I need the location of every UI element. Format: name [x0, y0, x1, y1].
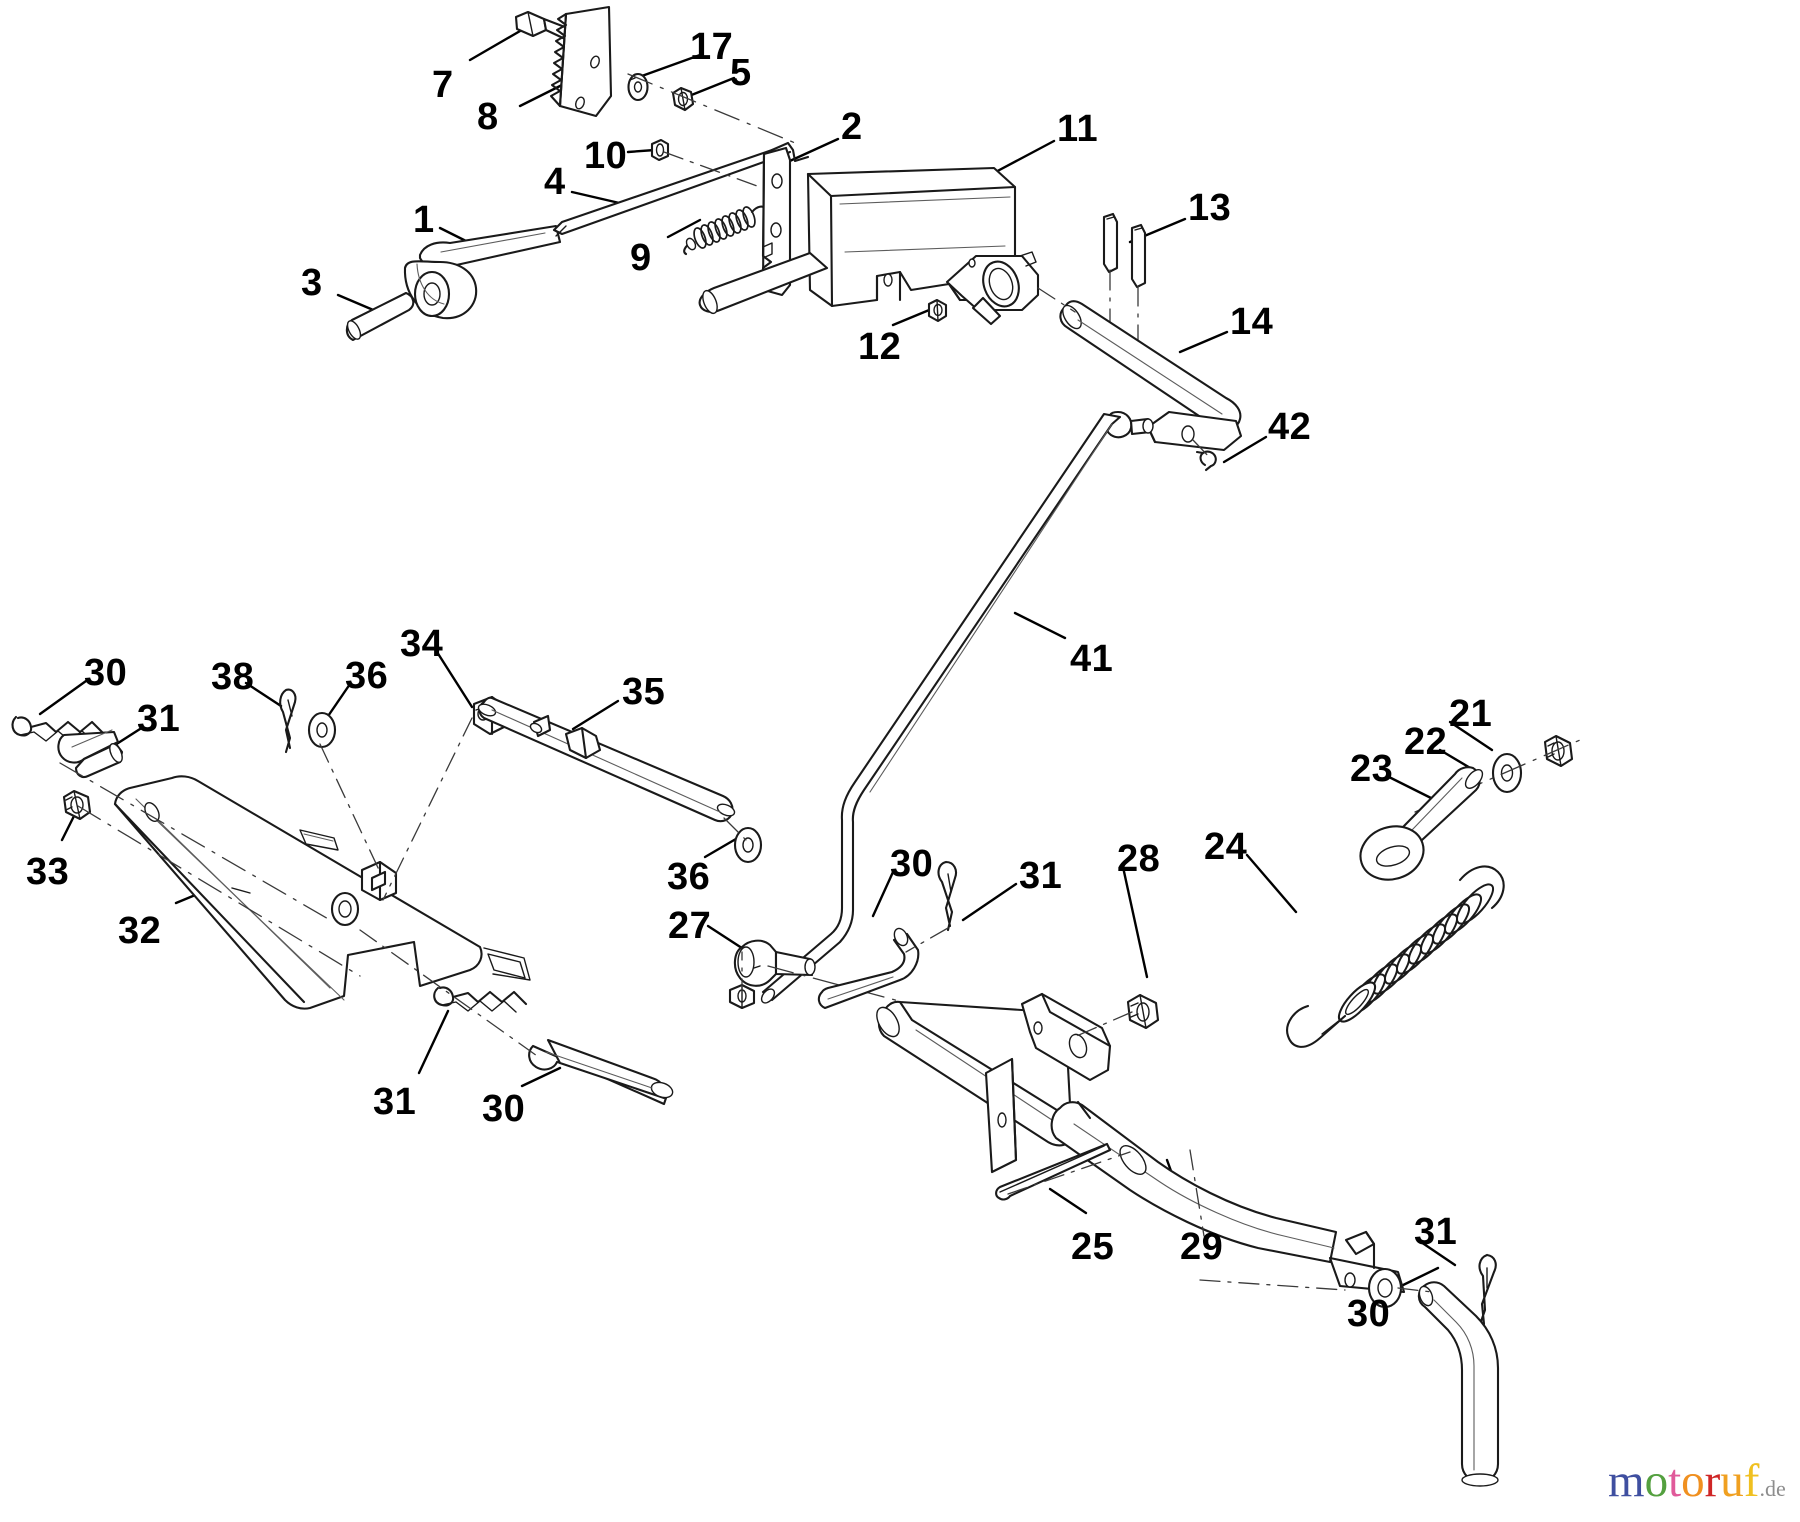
callout-31-d: 31	[1414, 1211, 1458, 1253]
callout-8: 8	[477, 96, 499, 138]
part-38-hairpin-cotter	[279, 688, 297, 754]
callout-30-d: 30	[1347, 1293, 1391, 1335]
callout-7: 7	[432, 64, 454, 106]
callout-29: 29	[1180, 1226, 1224, 1268]
part-21-hex-nut	[1543, 734, 1574, 768]
callout-2: 2	[841, 106, 863, 148]
callout-24: 24	[1204, 826, 1248, 868]
callout-30-c: 30	[482, 1088, 526, 1130]
watermark-letter: f	[1743, 1455, 1760, 1507]
watermark-letter: m	[1608, 1455, 1645, 1507]
callout-28: 28	[1117, 838, 1161, 880]
callout-23: 23	[1350, 748, 1394, 790]
part-25-cotter-pin	[995, 1142, 1112, 1201]
part-3-knob-end	[345, 291, 415, 342]
part-28-hex-nut	[1126, 993, 1160, 1030]
callout-31-c: 31	[373, 1081, 417, 1123]
part-12-lock-nut	[927, 298, 948, 323]
callout-36-a: 36	[345, 655, 389, 697]
part-31a-clevis-pin	[57, 729, 124, 779]
watermark-letter: o	[1681, 1455, 1705, 1507]
callout-17: 17	[690, 26, 734, 68]
callout-34: 34	[400, 623, 444, 665]
callout-33: 33	[26, 851, 70, 893]
callout-38: 38	[211, 656, 255, 698]
callout-42: 42	[1268, 406, 1312, 448]
part-10-spacer-bushing	[650, 138, 670, 162]
callout-25: 25	[1071, 1226, 1115, 1268]
callout-31-a: 31	[137, 698, 181, 740]
callout-10: 10	[584, 135, 628, 177]
part-41-lift-link-rod	[760, 412, 1122, 1004]
leader-lines	[38, 25, 1494, 1290]
part-2-lever-bracket	[761, 146, 792, 297]
callout-32: 32	[118, 910, 162, 952]
part-32-left-lift-bracket	[113, 775, 531, 1010]
callout-30-a: 30	[84, 652, 128, 694]
callout-11: 11	[1057, 108, 1099, 150]
callout-21: 21	[1449, 693, 1493, 735]
part-36a-flat-washer	[307, 711, 337, 749]
part-36b-flat-washer	[733, 826, 763, 864]
callout-35: 35	[622, 671, 666, 713]
part-29-right-lift-arm	[876, 992, 1406, 1309]
callout-3: 3	[301, 262, 323, 304]
callout-1: 1	[413, 199, 435, 241]
part-8-height-sector-plate	[549, 5, 613, 118]
watermark-letter: o	[1644, 1455, 1669, 1507]
callout-27: 27	[668, 905, 712, 947]
callout-14: 14	[1230, 301, 1274, 343]
motoruf-watermark: motoruf.de	[1608, 1458, 1786, 1505]
part-31b-hairpin-clip	[937, 860, 958, 932]
callout-22: 22	[1404, 721, 1448, 763]
callout-31-b: 31	[1019, 855, 1063, 897]
part-24-extension-spring	[1286, 865, 1505, 1048]
watermark-letter: t	[1668, 1455, 1682, 1507]
part-30b-bent-pin	[817, 927, 920, 1010]
part-33-hex-nut	[62, 789, 92, 821]
part-11-lift-lever-housing	[698, 166, 1040, 326]
watermark-tld: .de	[1759, 1476, 1786, 1501]
watermark-letter: u	[1720, 1455, 1744, 1507]
part-30c-clevis-pin	[528, 1038, 674, 1106]
part-1-handle-grip	[403, 224, 562, 320]
callout-4: 4	[544, 161, 566, 203]
watermark-letter: r	[1704, 1455, 1721, 1507]
part-35-turnbuckle-rod	[477, 696, 736, 823]
part-30d-bent-pin	[1397, 1281, 1500, 1487]
callout-41: 41	[1070, 638, 1114, 680]
callout-30-b: 30	[890, 843, 934, 885]
part-13-roll-pins	[1102, 212, 1147, 289]
callout-36-b: 36	[667, 856, 711, 898]
callout-9: 9	[630, 237, 652, 279]
callout-12: 12	[858, 326, 902, 368]
part-14-lift-arm	[1059, 300, 1243, 452]
part-42-retaining-ring	[1195, 450, 1217, 472]
part-22-flat-washer	[1491, 752, 1523, 794]
callout-5: 5	[730, 52, 752, 94]
part-31c-hairpin-clip	[433, 986, 528, 1013]
callout-13: 13	[1188, 187, 1232, 229]
part-23-eye-bolt	[1359, 766, 1484, 881]
part-30a-hairpin-clip	[11, 715, 106, 743]
part-31d-hairpin-clip	[1476, 1253, 1497, 1332]
part-9-extension-spring	[683, 205, 768, 256]
